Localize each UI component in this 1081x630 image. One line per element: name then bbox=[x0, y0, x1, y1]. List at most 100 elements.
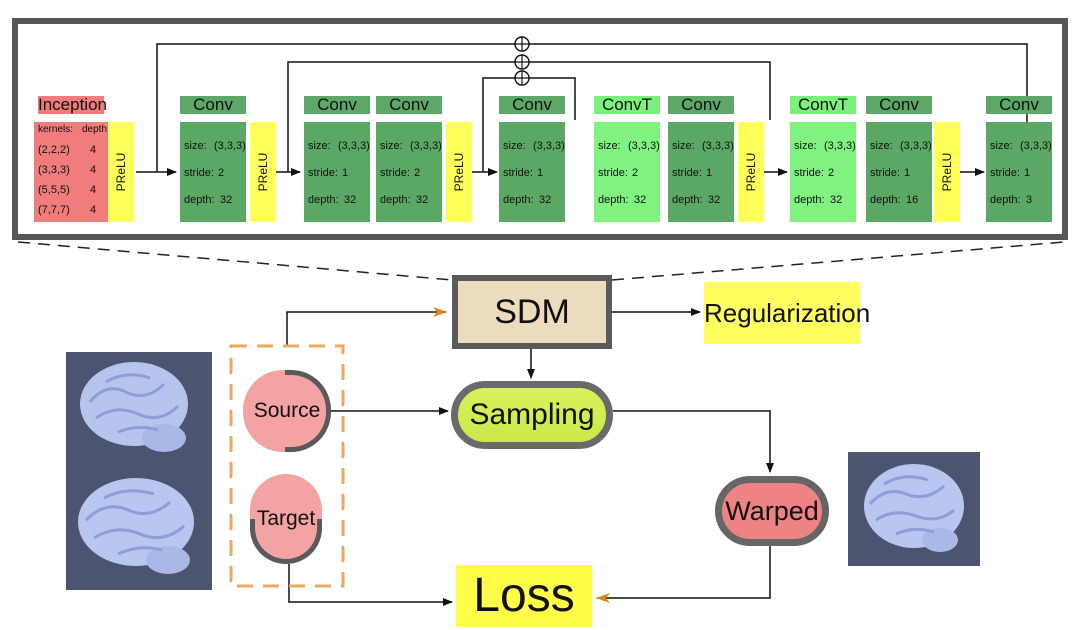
layer-5-title: ConvT bbox=[594, 96, 660, 114]
layer-6-block: size: (3,3,3) stride: 1 depth: 32 bbox=[668, 122, 734, 222]
layer-1-size: (3,3,3) bbox=[214, 140, 246, 152]
layer-9-stride: 1 bbox=[1024, 167, 1031, 179]
depth-label: depth: bbox=[870, 194, 901, 206]
source-node-arc bbox=[285, 370, 331, 452]
prelu-block-2: PReLU bbox=[250, 122, 276, 222]
layer-9-block: size: (3,3,3) stride: 1 depth: 3 bbox=[986, 122, 1052, 222]
inception-kernel-3: (5,5,5) bbox=[38, 184, 70, 196]
layer-7-size: (3,3,3) bbox=[824, 140, 856, 152]
stride-label: stride: bbox=[380, 167, 410, 179]
depth-label: depth: bbox=[794, 194, 825, 206]
inception-kernels-header: kernels: bbox=[38, 124, 74, 135]
depth-label: depth: bbox=[672, 194, 703, 206]
layer-8-block: size: (3,3,3) stride: 1 depth: 16 bbox=[866, 122, 932, 222]
prelu-label: PReLU bbox=[940, 152, 954, 192]
layer-6-size: (3,3,3) bbox=[702, 140, 734, 152]
layer-9-title: Conv bbox=[986, 96, 1052, 114]
prelu-label: PReLU bbox=[452, 152, 466, 192]
depth-label: depth: bbox=[598, 194, 629, 206]
layer-4-depth: 32 bbox=[539, 194, 552, 206]
prelu-block-1: PReLU bbox=[108, 122, 134, 222]
layer-7-title: ConvT bbox=[790, 96, 856, 114]
inception-block: kernels: depth: (2,2,2) 4 (3,3,3) 4 (5,5… bbox=[34, 122, 110, 222]
stride-label: stride: bbox=[870, 167, 900, 179]
layer-6-depth: 32 bbox=[708, 194, 721, 206]
layer-5-stride: 2 bbox=[632, 167, 639, 179]
layer-8-stride: 1 bbox=[904, 167, 911, 179]
stride-label: stride: bbox=[794, 167, 824, 179]
prelu-block-5: PReLU bbox=[934, 122, 960, 222]
inception-kernel-4: (7,7,7) bbox=[38, 204, 70, 216]
prelu-label: PReLU bbox=[114, 152, 128, 192]
stride-label: stride: bbox=[990, 167, 1020, 179]
depth-label: depth: bbox=[380, 194, 411, 206]
layer-5-depth: 32 bbox=[634, 194, 647, 206]
layer-2-block: size: (3,3,3) stride: 1 depth: 32 bbox=[304, 122, 370, 222]
size-label: size: bbox=[598, 140, 621, 152]
brain-target-icon bbox=[66, 468, 212, 590]
sdm-block: SDM bbox=[452, 275, 612, 349]
depth-label: depth: bbox=[503, 194, 534, 206]
layer-7-depth: 32 bbox=[830, 194, 843, 206]
size-label: size: bbox=[672, 140, 695, 152]
target-node-arc bbox=[250, 519, 322, 564]
size-label: size: bbox=[308, 140, 331, 152]
layer-3-title: Conv bbox=[376, 96, 442, 114]
stride-label: stride: bbox=[308, 167, 338, 179]
layer-8-size: (3,3,3) bbox=[900, 140, 932, 152]
depth-label: depth: bbox=[308, 194, 339, 206]
regularization-block: Regularization bbox=[704, 282, 870, 344]
layer-4-size: (3,3,3) bbox=[533, 140, 565, 152]
stride-label: stride: bbox=[598, 167, 628, 179]
layer-3-stride: 2 bbox=[414, 167, 421, 179]
size-label: size: bbox=[870, 140, 893, 152]
layer-8-depth: 16 bbox=[906, 194, 919, 206]
inception-depth-4: 4 bbox=[90, 204, 97, 216]
layer-5-size: (3,3,3) bbox=[628, 140, 660, 152]
layer-6-stride: 1 bbox=[706, 167, 713, 179]
layer-2-size: (3,3,3) bbox=[338, 140, 370, 152]
layer-4-stride: 1 bbox=[537, 167, 544, 179]
depth-label: depth: bbox=[184, 194, 215, 206]
inception-depth-2: 4 bbox=[90, 164, 97, 176]
layer-9-size: (3,3,3) bbox=[1020, 140, 1052, 152]
layer-3-depth: 32 bbox=[416, 194, 429, 206]
layer-1-depth: 32 bbox=[220, 194, 233, 206]
layer-6-title: Conv bbox=[668, 96, 734, 114]
inception-kernel-1: (2,2,2) bbox=[38, 144, 70, 156]
inception-depth-header: depth: bbox=[82, 124, 110, 135]
sampling-block: Sampling bbox=[451, 381, 613, 449]
size-label: size: bbox=[794, 140, 817, 152]
stride-label: stride: bbox=[503, 167, 533, 179]
inception-depth-3: 4 bbox=[90, 184, 97, 196]
layer-9-depth: 3 bbox=[1026, 194, 1033, 206]
loss-block: Loss bbox=[456, 565, 592, 627]
size-label: size: bbox=[380, 140, 403, 152]
layer-1-stride: 2 bbox=[218, 167, 225, 179]
brain-warped-icon bbox=[848, 452, 980, 566]
layer-3-size: (3,3,3) bbox=[410, 140, 442, 152]
prelu-block-3: PReLU bbox=[446, 122, 472, 222]
prelu-label: PReLU bbox=[744, 152, 758, 192]
layer-7-block: size: (3,3,3) stride: 2 depth: 32 bbox=[790, 122, 856, 222]
inception-title: Inception bbox=[38, 95, 107, 114]
layer-2-title: Conv bbox=[304, 96, 370, 114]
layer-4-block: size: (3,3,3) stride: 1 depth: 32 bbox=[499, 122, 565, 222]
depth-label: depth: bbox=[990, 194, 1021, 206]
layer-3-block: size: (3,3,3) stride: 2 depth: 32 bbox=[376, 122, 442, 222]
layer-1-title: Conv bbox=[180, 96, 246, 114]
brain-source-icon bbox=[66, 352, 212, 468]
layer-2-depth: 32 bbox=[344, 194, 357, 206]
layer-2-stride: 1 bbox=[342, 167, 349, 179]
stride-label: stride: bbox=[672, 167, 702, 179]
inception-depth-1: 4 bbox=[90, 144, 97, 156]
layer-1-block: size: (3,3,3) stride: 2 depth: 32 bbox=[180, 122, 246, 222]
layer-4-title: Conv bbox=[499, 96, 565, 114]
prelu-block-4: PReLU bbox=[738, 122, 764, 222]
layer-5-block: size: (3,3,3) stride: 2 depth: 32 bbox=[594, 122, 660, 222]
layer-7-stride: 2 bbox=[828, 167, 835, 179]
layer-8-title: Conv bbox=[866, 96, 932, 114]
size-label: size: bbox=[184, 140, 207, 152]
prelu-label: PReLU bbox=[256, 152, 270, 192]
stride-label: stride: bbox=[184, 167, 214, 179]
